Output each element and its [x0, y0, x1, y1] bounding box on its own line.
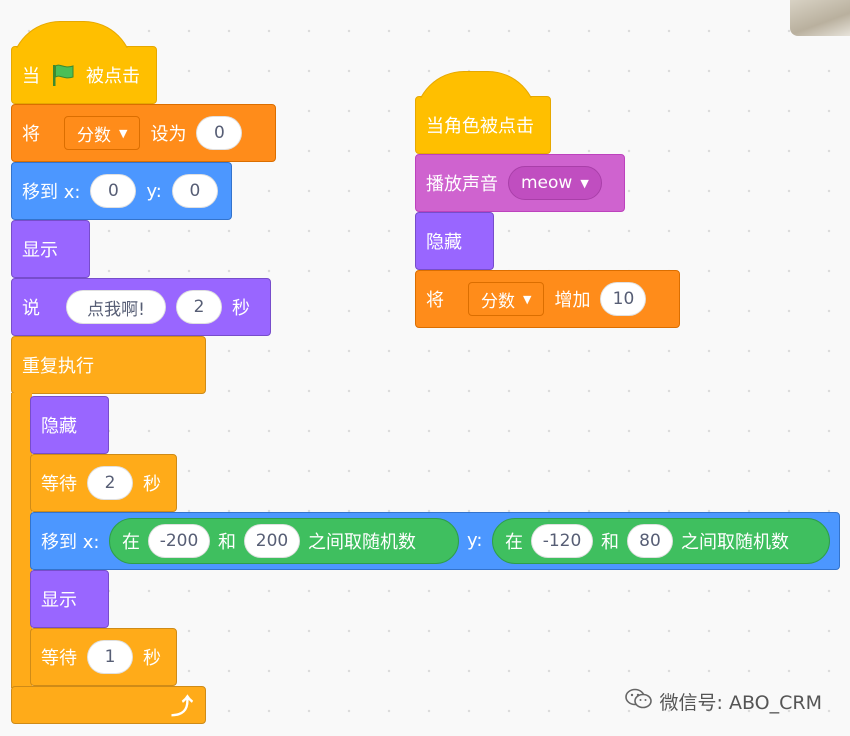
pick-random-x-reporter[interactable]: 在 -200 和 200 之间取随机数: [109, 518, 459, 564]
change-value-input[interactable]: 10: [600, 282, 647, 316]
green-flag-icon: [50, 63, 76, 87]
goto-xy-block[interactable]: 移到 x: 0 y: 0: [11, 162, 232, 220]
say-secs-input[interactable]: 2: [176, 290, 222, 324]
hat-suffix: 被点击: [86, 66, 140, 87]
random-mid-label: 和: [218, 532, 236, 553]
goto-x-input[interactable]: 0: [90, 174, 137, 208]
variable-dropdown[interactable]: 分数 ▼: [468, 282, 545, 316]
wechat-icon: [624, 687, 654, 716]
goto-y-label: y:: [146, 180, 162, 202]
dropdown-caret-icon: ▼: [119, 126, 128, 140]
hide-label: 隐藏: [426, 232, 462, 253]
random-x-to-input[interactable]: 200: [244, 524, 300, 558]
say-unit-label: 秒: [232, 298, 250, 319]
show-label: 显示: [22, 240, 58, 261]
sprite-thumbnail: [790, 0, 850, 36]
wait-label: 等待: [41, 474, 77, 495]
variable-name: 分数: [481, 291, 515, 312]
goto-x-label: 移到 x:: [22, 182, 81, 203]
say-for-secs-block[interactable]: 说 点我啊! 2 秒: [11, 278, 271, 336]
watermark-text: 微信号: ABO_CRM: [659, 692, 822, 714]
goto-y-label: y:: [467, 530, 483, 551]
random-y-from-input[interactable]: -120: [531, 524, 593, 558]
forever-bottom[interactable]: ⤴: [11, 686, 206, 724]
say-label: 说: [22, 298, 40, 319]
wait-unit-label: 秒: [143, 474, 161, 495]
set-label: 将: [22, 124, 40, 145]
random-post-label: 之间取随机数: [308, 532, 416, 553]
random-pre-label: 在: [122, 532, 140, 553]
dropdown-caret-icon: ▼: [523, 292, 532, 306]
random-pre-label: 在: [505, 532, 523, 553]
hide-block-sprite[interactable]: 隐藏: [415, 212, 494, 270]
set-value-input[interactable]: 0: [196, 116, 243, 150]
sound-name: meow: [521, 173, 573, 193]
say-text-input[interactable]: 点我啊!: [66, 290, 166, 324]
wait-label: 等待: [41, 648, 77, 669]
change-op-label: 增加: [554, 290, 591, 311]
set-op-label: 设为: [150, 124, 187, 145]
play-sound-block[interactable]: 播放声音 meow ▼: [415, 154, 625, 212]
wait-block[interactable]: 等待 2 秒: [30, 454, 177, 512]
sound-dropdown[interactable]: meow ▼: [508, 166, 602, 200]
variable-dropdown[interactable]: 分数 ▼: [64, 116, 141, 150]
goto-y-input[interactable]: 0: [171, 174, 218, 208]
when-sprite-clicked-hat[interactable]: 当角色被点击: [415, 96, 551, 154]
random-x-from-input[interactable]: -200: [148, 524, 210, 558]
wait-secs-input[interactable]: 1: [87, 640, 133, 674]
forever-label: 重复执行: [22, 356, 94, 377]
loop-arrow-icon: ⤴: [170, 695, 193, 720]
goto-x-label: 移到 x:: [41, 532, 100, 553]
variable-name: 分数: [77, 125, 111, 146]
wait-secs-input[interactable]: 2: [87, 466, 133, 500]
change-label: 将: [426, 290, 444, 311]
hat-label: 当角色被点击: [426, 116, 534, 137]
hide-block[interactable]: 隐藏: [30, 396, 109, 454]
hide-label: 隐藏: [41, 416, 77, 437]
forever-block[interactable]: 重复执行: [11, 336, 206, 394]
dropdown-caret-icon: ▼: [580, 176, 589, 190]
random-y-to-input[interactable]: 80: [627, 524, 673, 558]
wechat-watermark: 微信号: ABO_CRM: [624, 687, 822, 716]
show-block[interactable]: 显示: [11, 220, 90, 278]
pick-random-y-reporter[interactable]: 在 -120 和 80 之间取随机数: [492, 518, 830, 564]
wait-unit-label: 秒: [143, 648, 161, 669]
change-variable-block[interactable]: 将 分数 ▼ 增加 10: [415, 270, 680, 328]
random-post-label: 之间取随机数: [681, 532, 789, 553]
show-label: 显示: [41, 590, 77, 611]
random-mid-label: 和: [601, 532, 619, 553]
forever-arm: [11, 393, 32, 688]
when-flag-clicked-hat[interactable]: 当 被点击: [11, 46, 157, 104]
hat-prefix: 当: [22, 66, 40, 87]
set-variable-block[interactable]: 将 分数 ▼ 设为 0: [11, 104, 276, 162]
wait-block-2[interactable]: 等待 1 秒: [30, 628, 177, 686]
play-sound-label: 播放声音: [426, 174, 498, 195]
show-block-2[interactable]: 显示: [30, 570, 109, 628]
